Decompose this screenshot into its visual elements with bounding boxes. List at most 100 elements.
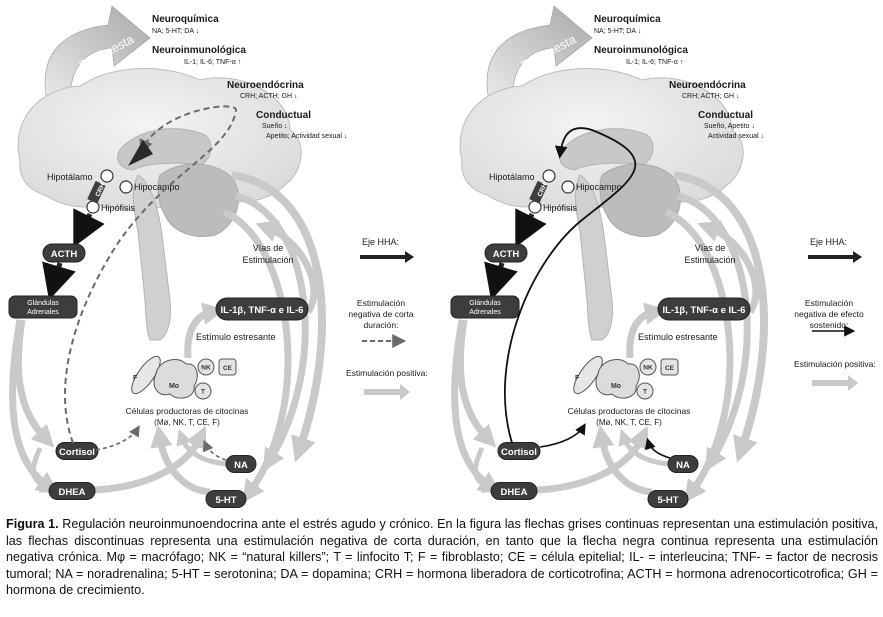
ht-pill-label: 5-HT: [215, 495, 236, 506]
neuroinmunologica-detail: IL-1; IL-6; TNF-α ↑: [626, 59, 683, 66]
figure-caption: Figura 1. Regulación neuroinmunoendocrin…: [6, 516, 878, 599]
conductual-detail-2: Apetito; Actividad sexual ↓: [266, 133, 347, 140]
brainstem: [574, 174, 613, 341]
hipotalamo-label: Hipotálamo: [489, 172, 535, 182]
conductual-detail-1: Sueño ↓: [262, 123, 288, 130]
acth-glandulas-arrow: [42, 261, 76, 301]
dhea-pill: DHEA: [490, 482, 538, 500]
cell-f-shape: [573, 355, 603, 395]
arrow-brain-outer: [231, 171, 326, 463]
arrow-citocinas-brain: [697, 220, 760, 314]
black-na-cells: [644, 437, 671, 459]
cell-f-label: F: [133, 375, 138, 382]
cell-mo-label: Mo: [611, 383, 621, 390]
cortisol-pill-label: Cortisol: [59, 447, 95, 458]
arrow-glandulas-dhea: [451, 319, 502, 494]
arrow-na-cells: [176, 428, 229, 467]
cortisol-pill-shape: [55, 442, 99, 460]
cell-nk-label: NK: [643, 365, 653, 372]
neuroquimica-detail: NA; 5-HT; DA ↓: [594, 28, 641, 35]
neuroendocrina-detail: CRH; ACTH; GH ↓: [240, 93, 298, 100]
dhea-pill-label: DHEA: [59, 487, 86, 498]
ht-pill-label: 5-HT: [657, 495, 678, 506]
dashed-cortisol-brain: [64, 105, 238, 444]
hipotalamo-node: [542, 169, 556, 183]
dhea-pill: DHEA: [48, 482, 96, 500]
cell-nk-shape: [639, 358, 657, 376]
arrow-cortisol-dhea: [472, 446, 499, 493]
hipofisis-label: Hipófisis: [101, 203, 136, 213]
acth-glandulas-arrow: [484, 261, 518, 301]
cell-f-label: F: [575, 375, 580, 382]
na-pill-label: NA: [676, 460, 690, 471]
vias-line2: Estimulación: [242, 255, 293, 265]
cell-t-label: T: [643, 389, 647, 396]
neuroquimica-title: Neuroquímica: [594, 14, 661, 25]
legend-neg-line3: duración:: [364, 320, 399, 330]
dashed-na-cells: [202, 439, 227, 461]
respuesta-arrow: [44, 5, 151, 96]
na-pill: NA: [667, 455, 699, 473]
citocinas-pill: IL-1β, TNF-α e IL-6: [215, 297, 309, 321]
glandulas-line1: Glándulas: [27, 300, 59, 307]
arrow-glandulas-dhea: [9, 319, 60, 494]
hipotalamo-label: Hipotálamo: [47, 172, 93, 182]
conductual-title: Conductual: [256, 110, 311, 121]
productoras-line1: Células productoras de citocinas: [568, 406, 691, 416]
legend-neg-line1: Estimulación: [805, 298, 853, 308]
legend-neg-line2: negativa de corta: [348, 309, 413, 319]
cell-t: T: [636, 382, 654, 400]
cell-t-shape: [636, 382, 654, 400]
cell-mo-shape: [153, 359, 198, 399]
cerebellum: [157, 163, 239, 237]
citocinas-pill: IL-1β, TNF-α e IL-6: [657, 297, 751, 321]
arrow-estimulo-citocinas: [184, 302, 226, 359]
dashed-arrowhead-brain: [128, 140, 153, 166]
citocinas-pill-label: IL-1β, TNF-α e IL-6: [663, 305, 746, 316]
legend-eje-arrow: [808, 251, 862, 263]
crh-shape: [87, 180, 106, 204]
neuroinmunologica-detail: IL-1; IL-6; TNF-α ↑: [184, 59, 241, 66]
crh-shape: [529, 180, 548, 204]
black-cortisol-brain: [504, 127, 637, 444]
na-pill-shape: [667, 455, 699, 473]
hipofisis-acth-arrow: [515, 208, 547, 248]
arrow-na-cells: [618, 428, 671, 467]
cell-nk-label: NK: [201, 365, 211, 372]
glandulas-line2: Adrenales: [469, 309, 501, 316]
legend-eje-label: Eje HHA:: [362, 237, 399, 247]
cell-t-label: T: [201, 389, 205, 396]
arrow-brain-na: [677, 192, 751, 472]
arrow-5ht-cells: [592, 424, 653, 496]
cell-t-shape: [194, 382, 212, 400]
legend-pos-arrow: [364, 384, 410, 400]
conductual-detail-1: Sueño, Apetito ↓: [704, 123, 755, 130]
cell-nk: NK: [639, 358, 657, 376]
productoras-line2: (Mø, NK, T, CE, F): [154, 418, 220, 427]
acth-pill-label: ACTH: [493, 249, 520, 260]
citocinas-pill-shape: [215, 297, 309, 321]
productoras-line1: Células productoras de citocinas: [126, 406, 249, 416]
cortisol-pill: Cortisol: [55, 442, 99, 460]
legend-neg-line1: Estimulación: [357, 298, 405, 308]
arrow-dhea-cells: [93, 425, 207, 494]
arrow-brain-na: [235, 192, 309, 472]
legend-eje-arrow: [360, 251, 414, 263]
citocinas-pill-shape: [657, 297, 751, 321]
neuroendocrina-title: Neuroendócrina: [669, 80, 746, 91]
hipocampo-node: [119, 180, 133, 194]
legend-neg-line2: negativa de efecto: [794, 309, 864, 319]
neuroendocrina-title: Neuroendócrina: [227, 80, 304, 91]
neuroquimica-title: Neuroquímica: [152, 14, 219, 25]
cell-ce-shape: [660, 358, 679, 376]
neuroquimica-detail: NA; 5-HT; DA ↓: [152, 28, 199, 35]
acth-pill-label: ACTH: [51, 249, 78, 260]
ht-pill: 5-HT: [205, 490, 247, 508]
dhea-pill-shape: [48, 482, 96, 500]
